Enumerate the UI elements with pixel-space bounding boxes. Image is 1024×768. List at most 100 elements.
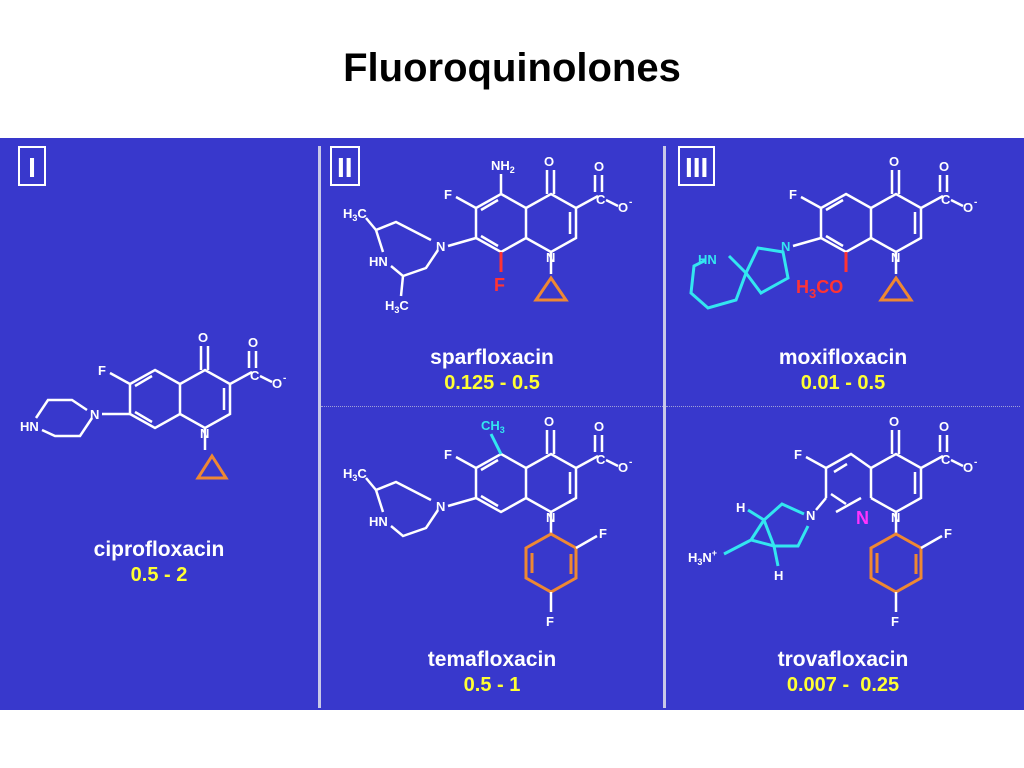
temafloxacin-fluorine: F: [444, 447, 452, 462]
moxifloxacin-hn: HN: [698, 252, 717, 267]
ciprofloxacin-name: ciprofloxacin: [93, 538, 225, 561]
trovafloxacin-minus-charge: -: [974, 457, 977, 468]
sparfloxacin-hn: HN: [369, 254, 388, 269]
moxifloxacin-cyclopropyl: [878, 275, 914, 302]
divider-group-i-ii: [318, 146, 321, 708]
ciprofloxacin-acid-o: O: [248, 335, 258, 350]
moxifloxacin-acid-o-minus: O: [963, 200, 973, 215]
trovafloxacin-name: trovafloxacin: [777, 648, 909, 671]
ciprofloxacin-range: 0.5 - 2: [130, 564, 188, 586]
sparfloxacin-structure: O O C O - NH2 F N N HN H3C H3C F: [343, 154, 632, 315]
group-i-label: I: [18, 146, 46, 186]
sparfloxacin-acid-o: O: [594, 159, 604, 174]
sparfloxacin-h3c-top: H3C: [343, 206, 367, 223]
trovafloxacin-naphthyridine-n: N: [856, 508, 869, 528]
ciprofloxacin-cyclopropyl: [195, 453, 229, 480]
temafloxacin-piperazine-n: N: [436, 499, 445, 514]
ciprofloxacin-acid-c: C: [250, 368, 260, 383]
trovafloxacin-ketone-o: O: [889, 414, 899, 429]
trovafloxacin-atom-labels: O O C O - F N N H H H3N+ F F: [688, 414, 977, 629]
ciprofloxacin-structure: O O C O - F N N HN: [20, 330, 286, 480]
sparfloxacin-acid-c: C: [596, 192, 606, 207]
trovafloxacin-aryl-f-2: F: [944, 526, 952, 541]
trovafloxacin-range: 0.007 - 0.25: [786, 674, 900, 696]
trovafloxacin-structure: O O C O - F N N H H H3N+ F F N: [688, 414, 977, 629]
ciprofloxacin-hn: HN: [20, 419, 39, 434]
group-ii-label: II: [330, 146, 360, 186]
moxifloxacin-pyrrolopiperidine: [689, 246, 790, 310]
trovafloxacin-acid-o-minus: O: [963, 460, 973, 475]
sparfloxacin-fluorine: F: [444, 187, 452, 202]
trovafloxacin-azabicyclo-n: N: [806, 508, 815, 523]
ciprofloxacin-fluorine: F: [98, 363, 106, 378]
trovafloxacin-acid-o: O: [939, 419, 949, 434]
divider-row-group-iii: [666, 406, 1020, 407]
temafloxacin-minus-charge: -: [629, 457, 632, 468]
trovafloxacin-aryl-f-bonds: [894, 534, 943, 612]
trovafloxacin-bonds: [805, 430, 964, 534]
ciprofloxacin-piperazine-n: N: [90, 407, 99, 422]
trovafloxacin-fluorine: F: [794, 447, 802, 462]
temafloxacin-name: temafloxacin: [427, 648, 557, 671]
page-title: Fluoroquinolones: [343, 46, 681, 90]
trovafloxacin-h3n: H3N+: [688, 548, 717, 567]
moxifloxacin-minus-charge: -: [974, 197, 977, 208]
ciprofloxacin-cell: O O C O - F N N HN ciprofloxacin 0.5 - 2: [0, 318, 318, 598]
sparfloxacin-minus-charge: -: [629, 197, 632, 208]
group-iii-label: III: [678, 146, 716, 186]
temafloxacin-range: 0.5 - 1: [463, 674, 521, 696]
ciprofloxacin-atom-labels: O O C O - F N N HN: [20, 330, 286, 441]
sparfloxacin-ketone-o: O: [544, 154, 554, 169]
sparfloxacin-c8-fluorine: F: [494, 275, 505, 295]
moxifloxacin-range: 0.01 - 0.5: [800, 372, 886, 394]
sparfloxacin-nh2: NH2: [491, 158, 515, 175]
moxifloxacin-methoxy: H3CO: [796, 277, 843, 301]
temafloxacin-structure: O O C O - F N N HN H3C F F CH3: [343, 414, 632, 629]
temafloxacin-acid-c: C: [596, 452, 606, 467]
sparfloxacin-range: 0.125 - 0.5: [444, 372, 540, 394]
ciprofloxacin-ketone-o: O: [198, 330, 208, 345]
temafloxacin-ch3: CH3: [481, 418, 505, 435]
divider-group-ii-iii: [663, 146, 666, 708]
drug-panel: I II III: [0, 138, 1024, 710]
trovafloxacin-azabicyclohexane: [723, 502, 810, 567]
temafloxacin-acid-o-minus: O: [618, 460, 628, 475]
temafloxacin-aryl-f-bonds: [549, 534, 598, 612]
moxifloxacin-acid-o: O: [939, 159, 949, 174]
sparfloxacin-name: sparfloxacin: [430, 346, 554, 369]
temafloxacin-difluorophenyl: [524, 532, 578, 594]
trovafloxacin-bridgehead-h-top: H: [736, 500, 745, 515]
sparfloxacin-cyclopropyl: [533, 275, 569, 302]
sparfloxacin-h3c-bottom: H3C: [385, 298, 409, 315]
ciprofloxacin-minus-charge: -: [283, 373, 286, 384]
ciprofloxacin-ring-n: N: [200, 426, 209, 441]
moxifloxacin-structure: O O C O - F N N HN H3CO: [689, 154, 977, 310]
temafloxacin-cell: O O C O - F N N HN H3C F F CH3 temafloxa…: [321, 408, 663, 708]
moxifloxacin-fluorine: F: [789, 187, 797, 202]
trovafloxacin-aryl-f-4: F: [891, 614, 899, 629]
temafloxacin-h3c: H3C: [343, 466, 367, 483]
trovafloxacin-difluorophenyl: [869, 532, 923, 594]
moxifloxacin-ring-n: N: [891, 250, 900, 265]
trovafloxacin-cell: O O C O - F N N H H H3N+ F F N trovaflox…: [666, 408, 1020, 708]
trovafloxacin-bridgehead-h-bottom: H: [774, 568, 783, 583]
trovafloxacin-ring-n: N: [891, 510, 900, 525]
moxifloxacin-pyrrolidine-n: N: [781, 239, 790, 254]
sparfloxacin-piperazine-n: N: [436, 239, 445, 254]
ciprofloxacin-acid-o-minus: O: [272, 376, 282, 391]
moxifloxacin-name: moxifloxacin: [778, 346, 908, 369]
temafloxacin-bonds: [365, 430, 619, 538]
temafloxacin-ketone-o: O: [544, 414, 554, 429]
moxifloxacin-acid-c: C: [941, 192, 951, 207]
temafloxacin-ring-n: N: [546, 510, 555, 525]
sparfloxacin-atom-labels: O O C O - NH2 F N N HN H3C H3C: [343, 154, 632, 315]
temafloxacin-aryl-f-4: F: [546, 614, 554, 629]
sparfloxacin-cell: O O C O - NH2 F N N HN H3C H3C F sparflo…: [321, 148, 663, 406]
moxifloxacin-bonds: [792, 170, 964, 274]
temafloxacin-aryl-f-2: F: [599, 526, 607, 541]
moxifloxacin-cell: O O C O - F N N HN H3CO moxifloxacin 0.0…: [666, 148, 1020, 406]
moxifloxacin-ketone-o: O: [889, 154, 899, 169]
temafloxacin-acid-o: O: [594, 419, 604, 434]
trovafloxacin-acid-c: C: [941, 452, 951, 467]
sparfloxacin-acid-o-minus: O: [618, 200, 628, 215]
